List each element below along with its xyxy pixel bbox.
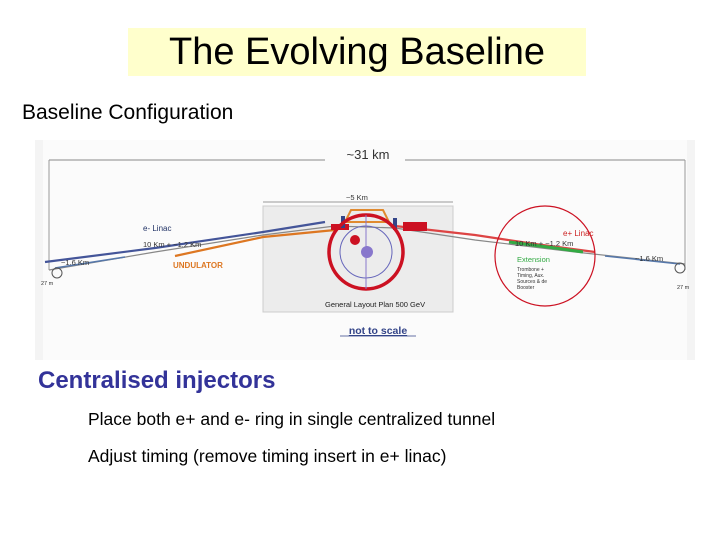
total-length-label: ~31 km — [347, 147, 390, 162]
extension-note-line-3: Sources & de — [517, 279, 547, 285]
left-bds-line — [54, 256, 126, 269]
right-bds-line — [604, 255, 681, 265]
e-plus-linac-label: e+ Linac — [563, 229, 593, 238]
undulator-label: UNDULATOR — [173, 261, 223, 270]
positron-source-block — [403, 222, 427, 231]
left-bds-label: ~1.6 Km — [61, 258, 89, 267]
slide-subtitle: Baseline Configuration — [22, 101, 234, 124]
right-bds-label: ~1.6 Km — [635, 254, 663, 263]
e-plus-linac-length: 10 Km + ~1.2 Km — [515, 239, 573, 248]
central-length-label: ~5 Km — [346, 193, 368, 202]
scale-note: not to scale — [349, 325, 408, 337]
ring-component-red — [350, 235, 360, 245]
extension-highlight-circle — [494, 205, 596, 307]
extension-label: Extension — [517, 255, 550, 264]
e-minus-linac-label: e- Linac — [143, 224, 171, 233]
extension-note-line-1: Trombone + — [517, 267, 544, 273]
main-tunnel — [48, 225, 686, 271]
extension-note-line-2: Timing, Aux. — [517, 273, 544, 279]
bullet-item: Place both e+ and e- ring in single cent… — [88, 409, 496, 429]
left-dump-icon — [51, 267, 63, 279]
e-minus-linac-length: 10 Km + ~1.2 Km — [143, 240, 201, 249]
title-background — [128, 28, 586, 76]
slide-title: The Evolving Baseline — [169, 31, 545, 73]
bullet-item: Adjust timing (remove timing insert in e… — [88, 446, 447, 466]
right-dump-icon — [674, 262, 686, 274]
ring-component-purple — [361, 246, 373, 258]
undulator-beamline — [174, 228, 336, 258]
right-dump-label: 27 m — [677, 285, 690, 291]
central-marker-right — [393, 218, 397, 230]
section-heading: Centralised injectors — [38, 367, 276, 394]
left-dump-label: 27 m — [41, 281, 54, 287]
layout-caption: General Layout Plan 500 GeV — [325, 300, 425, 309]
e-minus-beamline — [44, 220, 326, 264]
extension-beamline — [508, 240, 584, 254]
layout-diagram: ~31 km ~5 Km e- Linac 10 Km + ~1.2 Km UN… — [35, 140, 695, 360]
extension-note-line-4: Booster — [517, 285, 535, 291]
